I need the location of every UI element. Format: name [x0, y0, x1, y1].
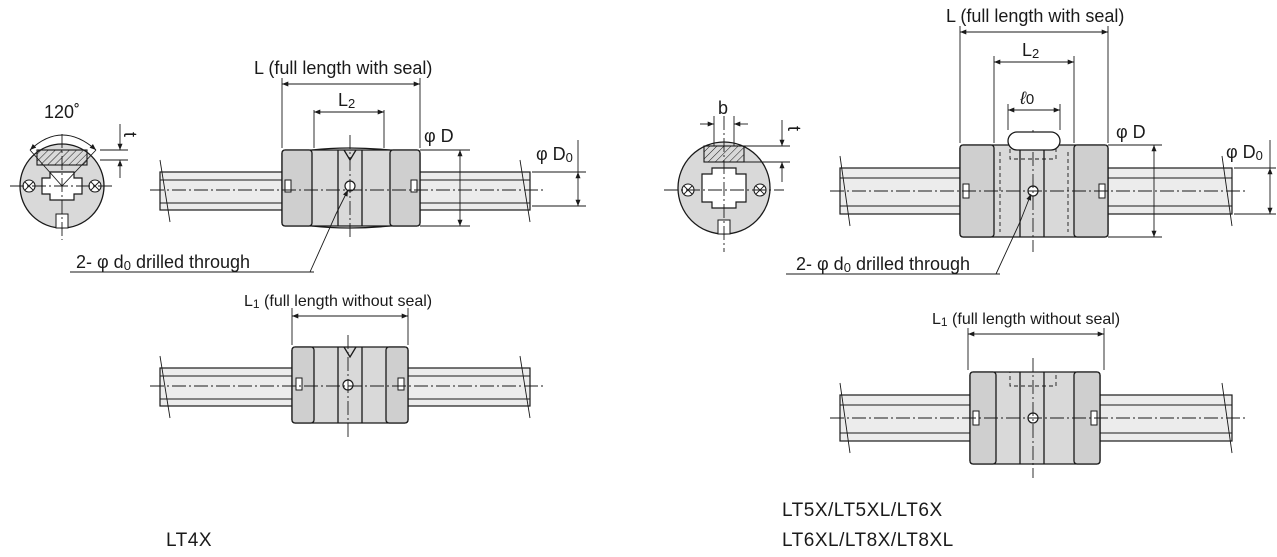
right-phiD-label: φ D — [1116, 122, 1146, 142]
left-side-view — [150, 135, 545, 240]
right-side-view-no-seal — [830, 358, 1245, 478]
left-model-caption: LT4X — [166, 530, 212, 551]
right-L1-label: L1 (full length without seal) — [932, 311, 1120, 329]
right-model-caption-1: LT5X/LT5XL/LT6X — [782, 500, 943, 521]
left-side-view-no-seal — [150, 335, 545, 438]
left-t-label: t — [120, 132, 140, 137]
right-b-label: b — [718, 98, 728, 118]
left-phiD0-label: φ D0 — [536, 144, 573, 165]
right-t-label: t — [784, 126, 804, 131]
left-L1-label: L1 (full length without seal) — [244, 293, 432, 311]
right-end-view — [664, 116, 790, 252]
left-section: 120˚ t L (full length with se — [10, 58, 586, 551]
right-L2-label: L2 — [1022, 40, 1039, 61]
right-L-label: L (full length with seal) — [946, 6, 1124, 26]
left-L2-label: L2 — [338, 90, 355, 111]
left-end-view — [10, 124, 128, 240]
right-side-view — [830, 130, 1245, 252]
right-model-caption-2: LT6XL/LT8X/LT8XL — [782, 530, 954, 551]
left-L-label: L (full length with seal) — [254, 58, 432, 78]
left-drilled-label: 2- φ d0 drilled through — [76, 252, 250, 273]
left-angle-label: 120˚ — [44, 102, 80, 122]
right-section: b t ℓ0 — [664, 6, 1276, 551]
right-slot — [1007, 131, 1061, 151]
left-phiD-label: φ D — [424, 126, 454, 146]
right-drilled-label: 2- φ d0 drilled through — [796, 254, 970, 275]
right-phiD0-label: φ D0 — [1226, 142, 1263, 163]
right-l0-label: ℓ0 — [1019, 88, 1034, 108]
